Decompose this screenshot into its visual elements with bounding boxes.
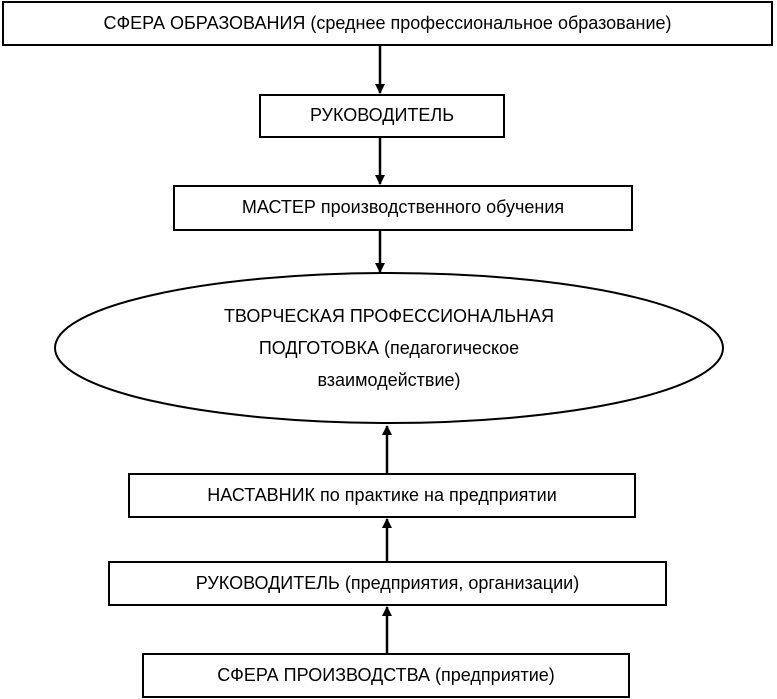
sphere-production-box: СФЕРА ПРОИЗВОДСТВА (предприятие) [142, 653, 630, 698]
head-label: РУКОВОДИТЕЛЬ [309, 105, 455, 126]
mentor-box: НАСТАВНИК по практике на предприятии [128, 473, 636, 518]
mentor-label: НАСТАВНИК по практике на предприятии [207, 484, 557, 505]
enterprise-head-label: РУКОВОДИТЕЛЬ (предприятия, организации) [195, 572, 580, 593]
sphere-education-label: СФЕРА ОБРАЗОВАНИЯ (среднее профессиональ… [103, 12, 672, 33]
sphere-education-box: СФЕРА ОБРАЗОВАНИЯ (среднее профессиональ… [2, 1, 773, 46]
master-label: МАСТЕР производственного обучения [241, 197, 565, 218]
ellipse-line-1: ТВОРЧЕСКАЯ ПРОФЕССИОНАЛЬНАЯ [223, 306, 555, 326]
sphere-production-label: СФЕРА ПРОИЗВОДСТВА (предприятие) [217, 664, 555, 685]
master-box: МАСТЕР производственного обучения [173, 185, 633, 231]
head-box: РУКОВОДИТЕЛЬ [259, 94, 505, 138]
ellipse-shape [54, 272, 724, 424]
ellipse-line-2: ПОДГОТОВКА (педагогическое [258, 338, 520, 358]
ellipse-text: ТВОРЧЕСКАЯ ПРОФЕССИОНАЛЬНАЯ ПОДГОТОВКА (… [53, 271, 725, 425]
creative-training-ellipse: ТВОРЧЕСКАЯ ПРОФЕССИОНАЛЬНАЯ ПОДГОТОВКА (… [53, 271, 725, 425]
ellipse-line-3: взаимодействие) [317, 370, 461, 390]
enterprise-head-box: РУКОВОДИТЕЛЬ (предприятия, организации) [108, 561, 667, 606]
